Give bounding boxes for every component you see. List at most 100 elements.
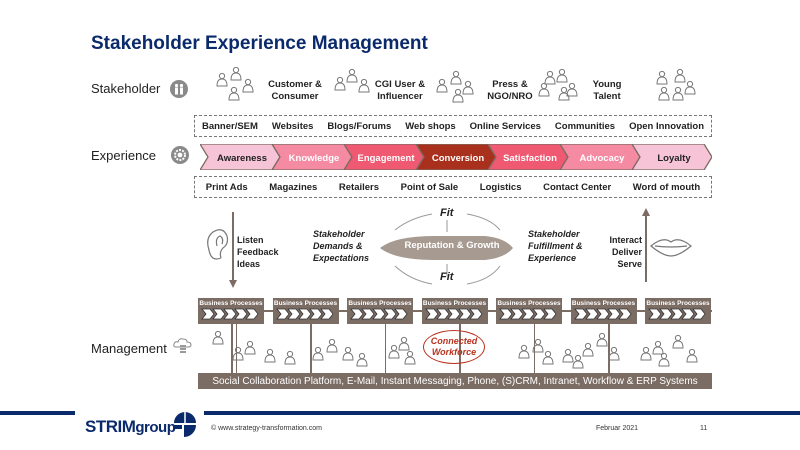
process-vertical-connector [533, 324, 535, 373]
footer-date: Februar 2021 [596, 425, 639, 432]
stakeholder-person-icon [544, 70, 556, 85]
stakeholder-person-icon [674, 68, 686, 83]
journey-stage-chevron [559, 144, 641, 170]
process-arrows-icon [350, 308, 408, 320]
stakeholder-person-icon [242, 78, 254, 93]
workforce-person-icon [284, 350, 296, 365]
business-process-block: Business Processes [347, 298, 413, 324]
journey-stage-label: Engagement [357, 153, 415, 164]
business-process-block: Business Processes [570, 298, 637, 324]
journey-stage-chevron [631, 144, 712, 170]
journey-stage-label: Knowledge [289, 153, 340, 164]
up-arrow-head [642, 208, 650, 216]
brand-logo: STRIMgroup [85, 417, 176, 436]
people-icon [170, 80, 188, 98]
workforce-person-icon [658, 352, 670, 367]
workforce-person-icon [608, 346, 620, 361]
cloud-server-icon [172, 337, 194, 360]
journey-stage-label: Conversion [432, 153, 484, 164]
page-title: Stakeholder Experience Management [91, 33, 428, 54]
copyright-text: © www.strategy-transformation.com [211, 425, 322, 432]
stakeholder-person-icon [450, 70, 462, 85]
process-arrows-icon [424, 308, 483, 320]
workforce-person-icon [404, 350, 416, 365]
workforce-person-icon [542, 350, 554, 365]
stakeholder-group-customer: Customer &Consumer [268, 79, 322, 102]
business-process-label: Business Processes [199, 300, 263, 307]
business-process-label: Business Processes [348, 300, 412, 307]
process-arrows-icon [648, 308, 706, 320]
workforce-people-icons [212, 330, 698, 369]
online-channel: Open Innovation [629, 120, 705, 132]
online-channel: Blogs/Forums [327, 120, 392, 132]
stakeholder-person-icon [358, 78, 370, 93]
workforce-person-icon [582, 342, 594, 357]
online-channel: Banner/SEM [201, 120, 258, 132]
workforce-person-icon [264, 348, 276, 363]
business-process-block: Business Processes [421, 298, 488, 324]
online-channel: Web shops [405, 120, 456, 132]
process-vertical-connector [231, 324, 233, 373]
business-process-label: Business Processes [571, 300, 636, 307]
online-channel: Online Services [469, 120, 541, 132]
online-channel: Websites [271, 120, 314, 132]
fit-arrows [394, 213, 501, 285]
process-arrows-icon [499, 308, 557, 320]
down-arrow-head [229, 280, 237, 288]
stakeholder-person-icon [672, 86, 684, 101]
online-channel: Communities [554, 120, 616, 132]
stakeholder-group-press: Press &NGO/NRO [487, 79, 533, 102]
business-process-block: Business Processes [198, 298, 264, 324]
process-vertical-connector [310, 324, 312, 373]
offline-channel: Contact Center [543, 181, 612, 193]
workforce-person-icon [672, 334, 684, 349]
workforce-person-icon [518, 344, 530, 359]
workforce-person-icon [532, 338, 544, 353]
stakeholder-person-icon [334, 76, 346, 91]
stakeholder-person-icon [346, 68, 358, 83]
offline-channels-box: Print Ads Magazines Retailers Point of Sale… [194, 176, 712, 198]
process-arrows-icon [275, 308, 334, 320]
workforce-person-icon [232, 346, 244, 361]
stakeholder-person-icon [566, 82, 578, 97]
reputation-growth-shape [380, 236, 513, 260]
fit-top-label: Fit [440, 207, 454, 219]
business-process-label: Business Processes [422, 300, 487, 307]
workforce-person-icon [640, 346, 652, 361]
stakeholder-person-icon [462, 80, 474, 95]
process-vertical-connector [608, 324, 610, 373]
workforce-person-icon [326, 338, 338, 353]
row-label-stakeholder: Stakeholder [91, 81, 161, 96]
workforce-person-icon [312, 346, 324, 361]
gear-icon [171, 146, 189, 164]
offline-channel: Retailers [338, 181, 380, 193]
journey-stage-chevron [271, 144, 353, 170]
stakeholder-person-icon [558, 86, 570, 101]
journey-stage-chevron [343, 144, 425, 170]
reputation-growth-label: Reputation & Growth [404, 240, 500, 251]
stakeholder-people-icons [216, 66, 696, 103]
offline-channel: Point of Sale [400, 181, 459, 193]
business-process-label: Business Processes [273, 300, 338, 307]
workforce-person-icon [652, 340, 664, 355]
process-arrows-icon [201, 308, 259, 320]
business-process-label: Business Processes [646, 300, 710, 307]
stakeholder-person-icon [436, 78, 448, 93]
offline-channel: Print Ads [205, 181, 248, 193]
workforce-person-icon [356, 352, 368, 367]
journey-stage-label: Satisfaction [503, 153, 557, 164]
workforce-person-icon [572, 354, 584, 369]
offline-channel: Magazines [269, 181, 318, 193]
stakeholder-person-icon [556, 68, 568, 83]
workforce-person-icon [342, 346, 354, 361]
online-channels-box: Banner/SEM Websites Blogs/Forums Web shops O… [194, 115, 712, 137]
journey-stage-chevron [487, 144, 569, 170]
stakeholder-person-icon [230, 66, 242, 81]
business-process-block: Business Processes [645, 298, 711, 324]
workforce-person-icon [244, 340, 256, 355]
stakeholder-person-icon [658, 86, 670, 101]
